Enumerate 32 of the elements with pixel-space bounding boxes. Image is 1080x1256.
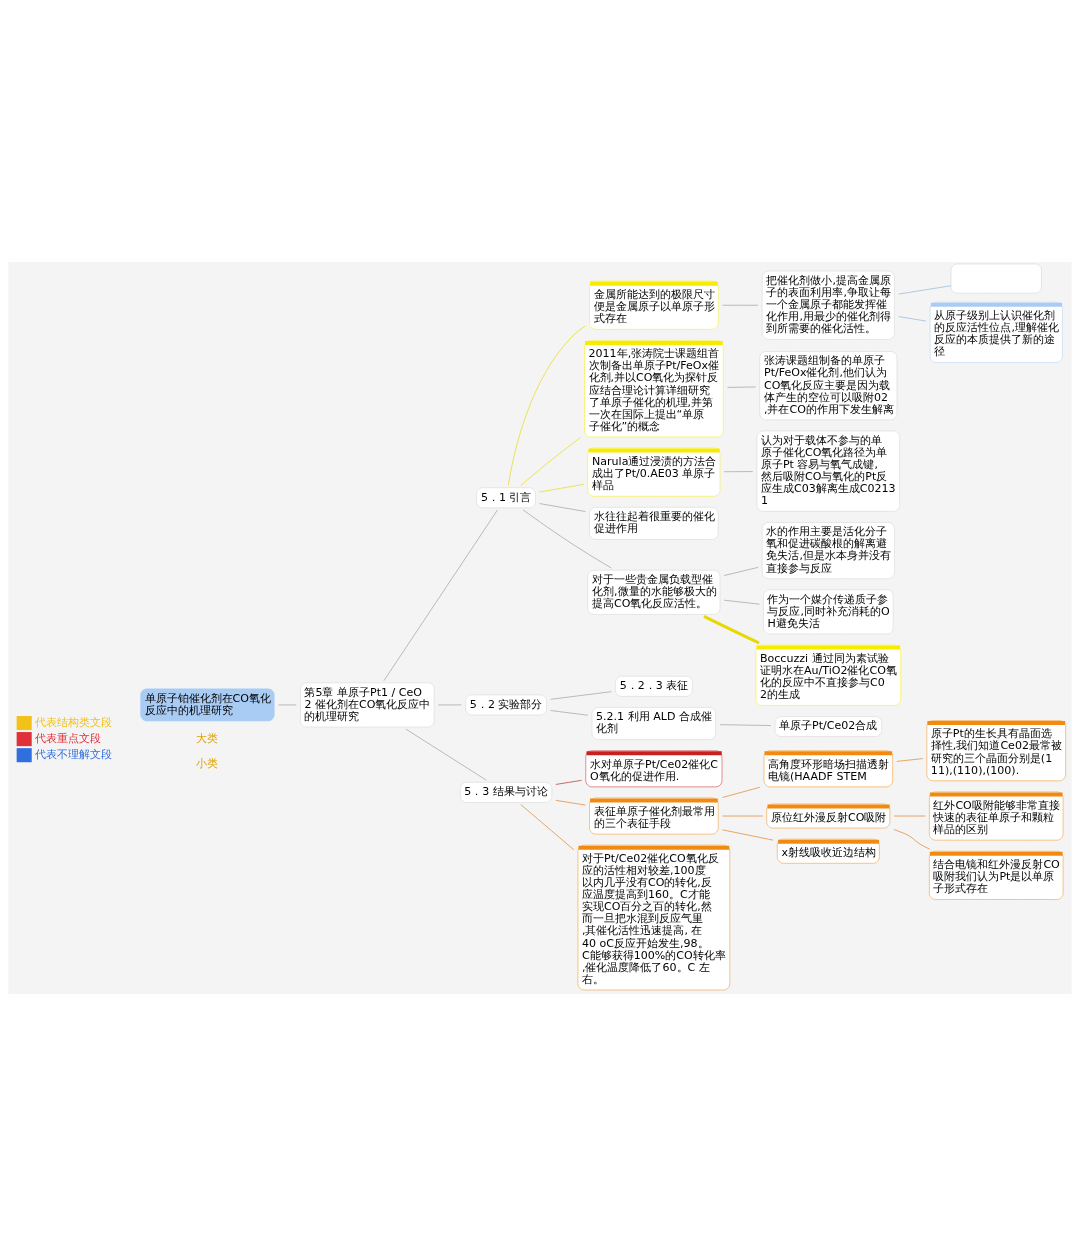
legend-label: 代表结构类文段: [34, 715, 112, 729]
legend-label: 代表重点文段: [34, 731, 101, 745]
connector: [539, 503, 586, 512]
connector: [383, 509, 498, 682]
connector: [703, 615, 760, 645]
connector: [507, 325, 586, 486]
connector: [555, 780, 582, 785]
connector: [722, 786, 761, 798]
label: 大类: [196, 731, 219, 745]
connector: [898, 285, 952, 295]
connector: [555, 800, 586, 806]
connector: [520, 804, 575, 851]
connector: [539, 484, 584, 493]
connector: [278, 704, 297, 706]
connector: [437, 704, 462, 706]
connector: [723, 599, 760, 605]
connector: [896, 758, 924, 762]
connector: [893, 829, 930, 850]
connector: [723, 567, 759, 576]
connector: [723, 471, 754, 473]
connector: [722, 829, 774, 841]
connector: [405, 728, 487, 781]
connector: [727, 386, 756, 388]
label: 小类: [196, 757, 219, 771]
node-box: [950, 263, 1042, 294]
connector: [719, 724, 772, 726]
connector: [722, 304, 759, 306]
connector: [550, 710, 589, 716]
connector: [550, 691, 612, 700]
connector: [898, 316, 927, 322]
legend-label: 代表不理解文段: [34, 748, 112, 762]
connector: [522, 509, 612, 569]
